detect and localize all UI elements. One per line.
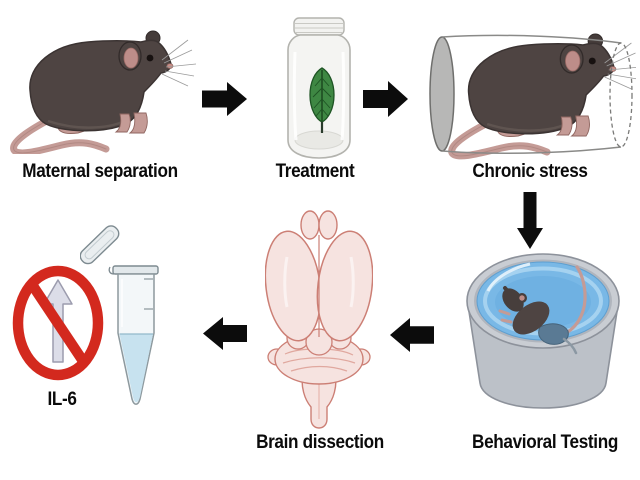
microcentrifuge-tube-icon (80, 221, 164, 413)
tube-liquid (119, 334, 153, 403)
il6-label: IL-6 (47, 388, 77, 410)
arrow-right-icon (202, 82, 247, 116)
chronic-stress-label: Chronic stress (472, 160, 588, 182)
mouse-icon (8, 28, 200, 154)
treatment-label: Treatment (275, 160, 355, 182)
arrow-down-icon (517, 192, 543, 249)
swimming-mouse (498, 265, 587, 355)
brain-dissection-label: Brain dissection (256, 431, 384, 453)
mouse-in-restraint-tube-icon (428, 30, 636, 160)
mouse-swimming-in-bucket-icon (464, 251, 622, 411)
rodent-brain-dorsal-icon (265, 209, 373, 429)
jar-with-leaf-icon (286, 16, 352, 160)
arrow-right-icon (363, 81, 408, 117)
maternal-separation-label: Maternal separation (22, 160, 178, 182)
leaf-icon (309, 67, 335, 133)
behavioral-testing-label: Behavioral Testing (472, 431, 618, 453)
arrow-left-icon (203, 317, 247, 350)
no-increase-sign-icon (12, 264, 104, 382)
arrow-left-icon (390, 318, 434, 352)
